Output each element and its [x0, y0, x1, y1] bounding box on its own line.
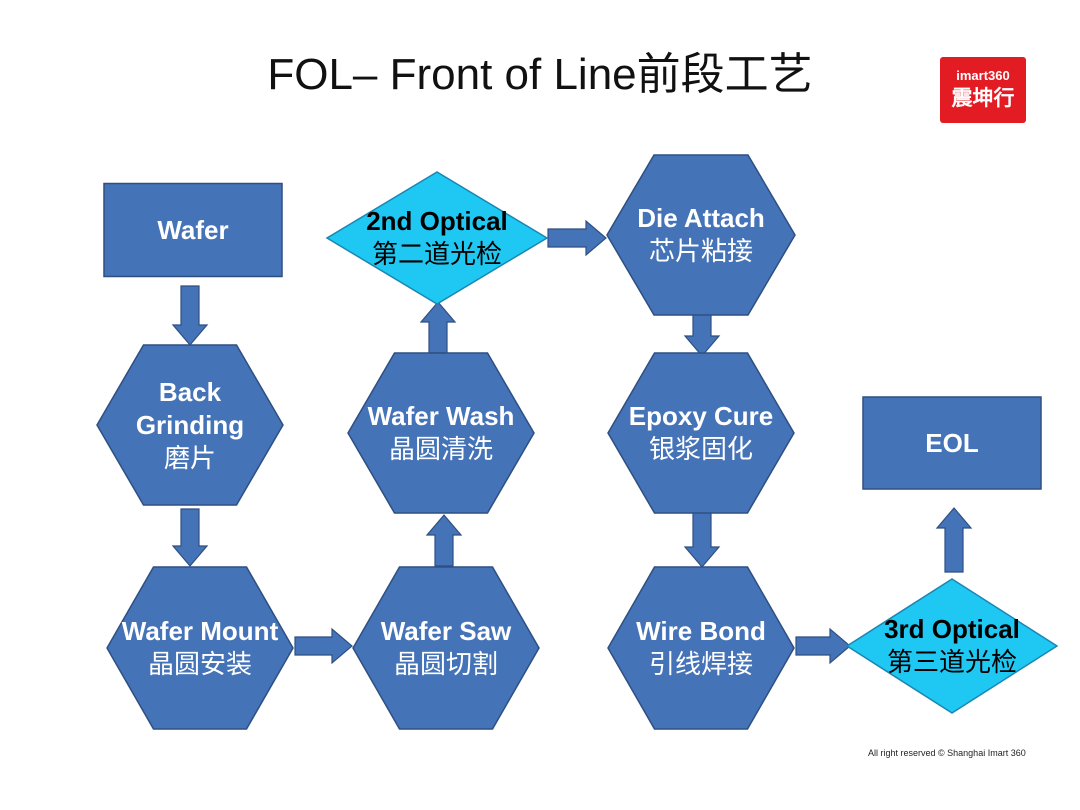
flow-arrow-epoxy-cure-to-wire-bond: [683, 509, 721, 568]
flow-arrow-third-optical-to-eol: [935, 507, 973, 573]
page-title: FOL– Front of Line前段工艺: [267, 50, 813, 99]
flow-arrow-second-optical-to-die-attach: [547, 219, 607, 257]
logo-text-latin: imart360: [956, 68, 1010, 83]
node-shape-wire-bond: [607, 566, 795, 730]
flow-arrow-wafer-wash-to-second-optical: [419, 301, 457, 354]
node-shape-wafer-saw: [352, 566, 540, 730]
node-shape-back-grinding: [96, 344, 284, 506]
node-shape-wafer-wash: [347, 352, 535, 514]
node-shape-second-optical: [325, 171, 549, 305]
copyright-footer: All right reserved © Shanghai Imart 360: [868, 748, 1026, 758]
flow-arrow-wire-bond-to-third-optical: [795, 627, 851, 665]
node-shape-wafer: [103, 182, 283, 278]
node-shape-third-optical: [845, 578, 1059, 714]
flow-arrow-wafer-to-back-grinding: [171, 285, 209, 346]
node-shape-eol: [862, 396, 1042, 490]
flow-arrow-wafer-mount-to-wafer-saw: [294, 627, 353, 665]
node-shape-epoxy-cure: [607, 352, 795, 514]
node-shape-wafer-mount: [106, 566, 294, 730]
flow-arrow-wafer-saw-to-wafer-wash: [425, 514, 463, 567]
logo-text-chinese: 震坤行: [951, 87, 1015, 110]
flow-arrow-die-attach-to-epoxy-cure: [683, 313, 721, 357]
flow-arrow-back-grinding-to-wafer-mount: [171, 508, 209, 567]
brand-logo: imart360 震坤行: [940, 57, 1026, 123]
node-shape-die-attach: [606, 154, 796, 316]
